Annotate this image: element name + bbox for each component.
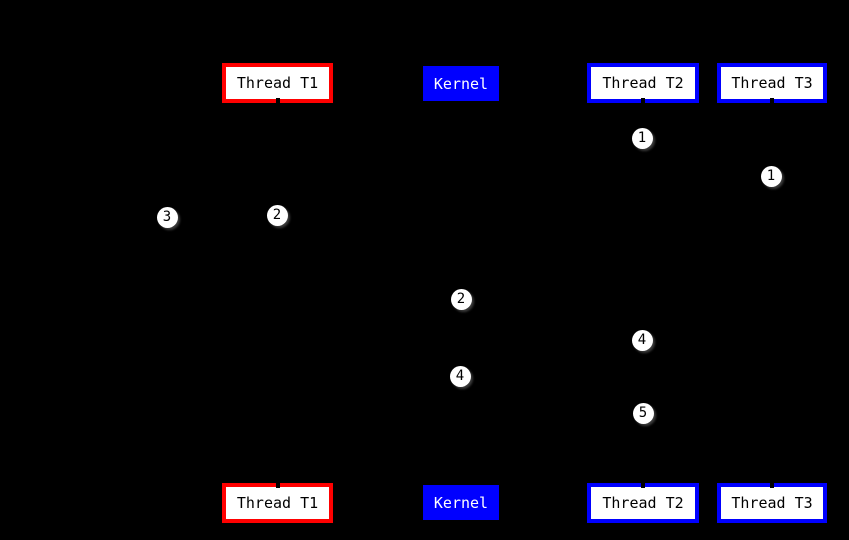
participant-box-thread-t2-bottom: Thread T2 bbox=[587, 483, 699, 523]
step-marker-1: 1 bbox=[760, 165, 782, 187]
participant-box-thread-t1-top: Thread T1 bbox=[222, 63, 333, 103]
participant-box-thread-t1-bottom: Thread T1 bbox=[222, 483, 333, 523]
participant-box-thread-t3-top: Thread T3 bbox=[717, 63, 827, 103]
step-marker-number: 4 bbox=[455, 368, 465, 384]
participant-box-thread-t2-top: Thread T2 bbox=[587, 63, 699, 103]
step-marker-2: 2 bbox=[450, 288, 472, 310]
participant-label: Kernel bbox=[433, 74, 489, 93]
participant-label: Thread T3 bbox=[731, 494, 813, 512]
step-marker-number: 2 bbox=[272, 207, 282, 223]
participant-box-kernel-top: Kernel bbox=[423, 66, 499, 101]
participant-box-kernel-bottom: Kernel bbox=[423, 485, 499, 520]
step-marker-4: 4 bbox=[449, 365, 471, 387]
participant-box-thread-t3-bottom: Thread T3 bbox=[717, 483, 827, 523]
participant-label: Thread T1 bbox=[236, 494, 319, 512]
step-marker-number: 5 bbox=[638, 405, 648, 421]
participant-label: Kernel bbox=[433, 493, 489, 512]
step-marker-number: 3 bbox=[162, 209, 172, 225]
participant-label: Thread T2 bbox=[602, 494, 684, 512]
participant-label: Thread T1 bbox=[236, 74, 319, 92]
step-marker-2: 2 bbox=[266, 204, 288, 226]
lifeline-thread-t1 bbox=[275, 98, 280, 488]
step-marker-1: 1 bbox=[631, 127, 653, 149]
step-marker-3: 3 bbox=[156, 206, 178, 228]
step-marker-number: 4 bbox=[637, 332, 647, 348]
step-marker-number: 1 bbox=[766, 168, 776, 184]
step-marker-number: 1 bbox=[637, 130, 647, 146]
lifeline-thread-t3 bbox=[770, 98, 774, 488]
participant-label: Thread T3 bbox=[731, 74, 813, 92]
step-marker-4: 4 bbox=[631, 329, 653, 351]
participant-label: Thread T2 bbox=[602, 74, 684, 92]
lifeline-thread-t2 bbox=[641, 98, 645, 488]
step-marker-number: 2 bbox=[456, 291, 466, 307]
step-marker-5: 5 bbox=[632, 402, 654, 424]
